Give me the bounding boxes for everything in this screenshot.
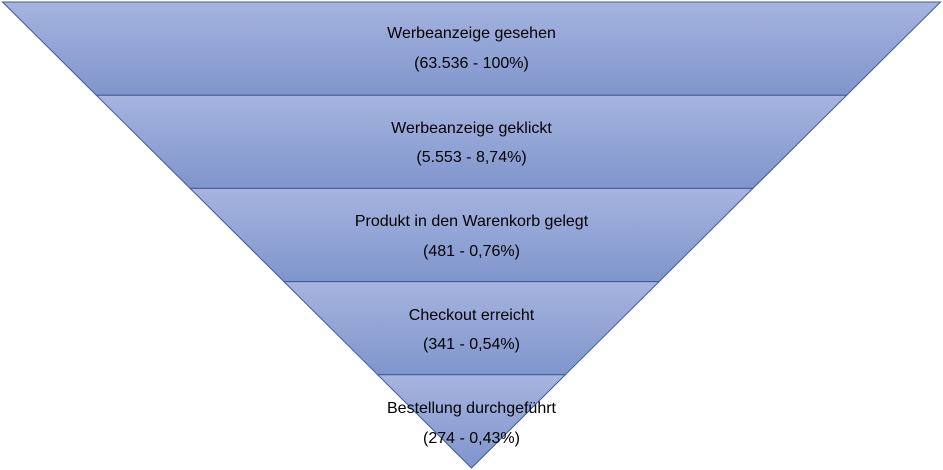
stage-5-name: Bestellung durchgeführt	[387, 400, 557, 417]
stage-2-name: Werbeanzeige geklickt	[391, 120, 552, 137]
funnel-labels: Werbeanzeige gesehen (63.536 - 100%) Wer…	[355, 25, 589, 447]
stage-4-value: (341 - 0,54%)	[423, 336, 520, 353]
funnel-stage-5	[376, 374, 567, 469]
stage-4-name: Checkout erreicht	[409, 307, 535, 324]
stage-5-value: (274 - 0,43%)	[423, 430, 520, 447]
stage-2-value: (5.553 - 8,74%)	[416, 149, 526, 166]
stage-1-name: Werbeanzeige gesehen	[387, 25, 556, 42]
funnel-stage-3	[188, 187, 755, 283]
stage-1-value: (63.536 - 100%)	[414, 55, 529, 72]
stage-3-value: (481 - 0,76%)	[423, 243, 520, 260]
funnel-stage-1	[1, 1, 942, 96]
stage-3-name: Produkt in den Warenkorb gelegt	[355, 213, 589, 230]
funnel-stage-4	[282, 281, 661, 376]
funnel-stage-2	[95, 94, 848, 189]
